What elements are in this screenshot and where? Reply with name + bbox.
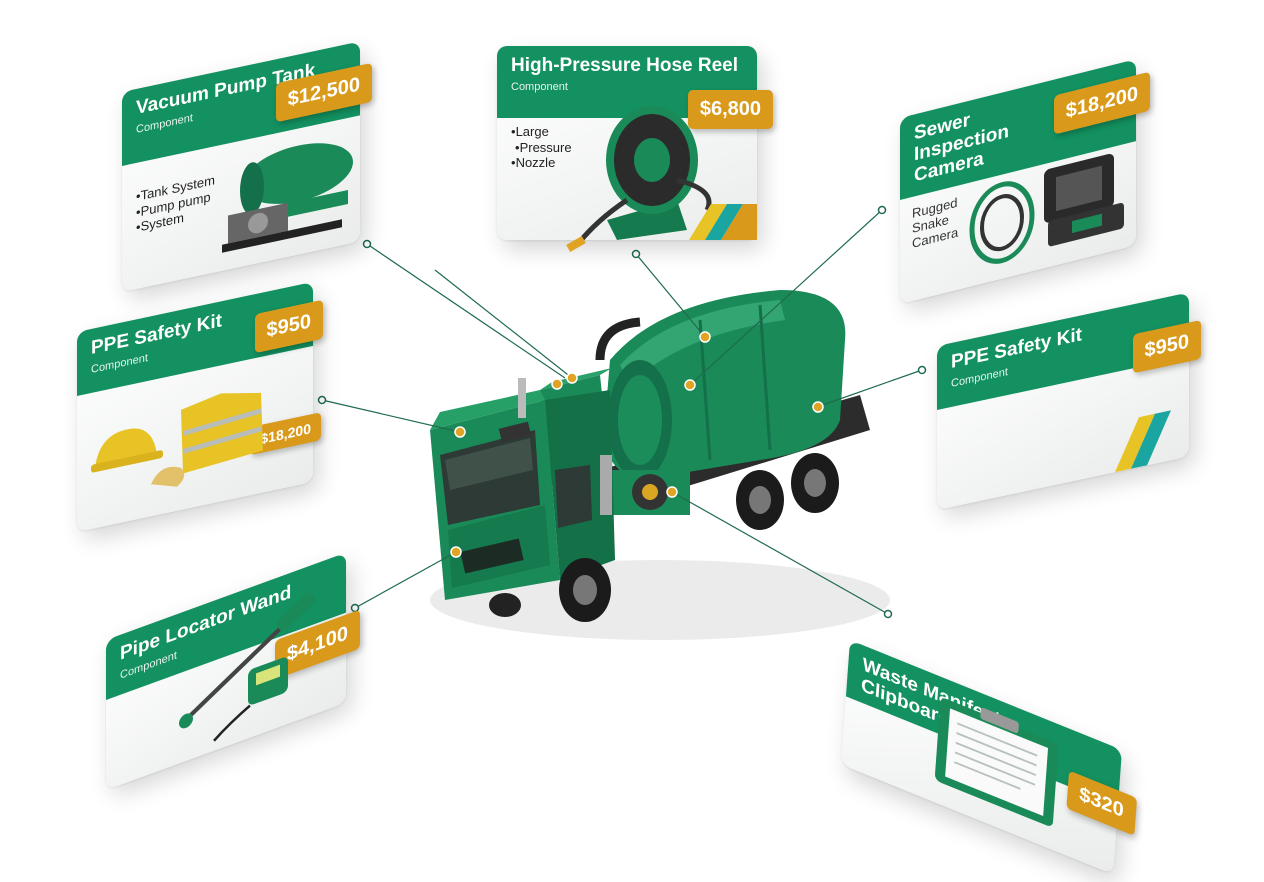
card-ppe-safety-kit-right[interactable]: PPE Safety Kit Component $950 xyxy=(937,292,1201,510)
clipboard-icon xyxy=(934,698,1059,826)
ppe-kit-icon xyxy=(91,392,263,487)
card-waste-manifest[interactable]: Waste Manifest Clipboard $320 xyxy=(841,640,1138,875)
card-header: High-Pressure Hose Reel Component xyxy=(497,46,757,118)
card-pipe-locator-wand[interactable]: Pipe Locator Wand Component $4,100 xyxy=(106,552,360,790)
truck-cab xyxy=(430,390,615,600)
feature-item: Pressure xyxy=(511,140,572,156)
feature-list: Tank System Pump pump System xyxy=(136,172,215,236)
vacuum-pump-tank-icon xyxy=(222,143,353,253)
card-sewer-camera[interactable]: Sewer Inspection Camera $18,200 Rugged S… xyxy=(900,59,1150,304)
decorative-stripe xyxy=(1115,410,1171,473)
feature-item: Nozzle xyxy=(511,155,572,171)
feature-list: Rugged Snake Camera xyxy=(912,195,958,251)
inspection-camera-icon xyxy=(969,153,1124,264)
card-ppe-safety-kit-left[interactable]: PPE Safety Kit Component $950 $18,200 xyxy=(77,281,323,532)
card-hose-reel[interactable]: High-Pressure Hose Reel Component $6,800… xyxy=(497,46,773,252)
decorative-stripe xyxy=(689,204,757,240)
feature-list: Large Pressure Nozzle xyxy=(511,124,572,171)
card-subtitle: Component xyxy=(511,80,568,93)
card-vacuum-pump-tank[interactable]: Vacuum Pump Tank Component $12,500 Tank … xyxy=(122,41,372,293)
feature-item: Large xyxy=(511,124,572,140)
price-tag: $6,800 xyxy=(687,90,773,129)
hose-reel-icon xyxy=(566,106,712,252)
truck-tank xyxy=(595,290,846,480)
pipe-locator-icon xyxy=(179,592,316,742)
diagram-stage: Vacuum Pump Tank Component $12,500 Tank … xyxy=(0,0,1264,848)
card-title: High-Pressure Hose Reel xyxy=(511,55,739,76)
vacuum-truck-illustration xyxy=(430,290,890,640)
